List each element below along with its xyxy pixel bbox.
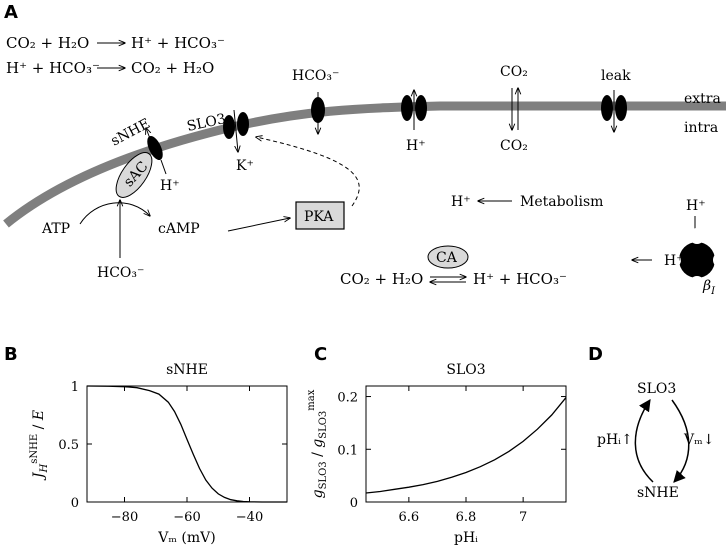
chart-c-y-axis-label-part: g bbox=[310, 489, 326, 498]
extra-label: extra bbox=[684, 91, 721, 107]
chart-b-x-tick-label: −40 bbox=[236, 510, 263, 525]
chart-b-series-line bbox=[86, 385, 287, 503]
chart-c-y-axis-label-part: max bbox=[306, 389, 317, 410]
atp-to-camp-arrow bbox=[79, 202, 150, 225]
chart-b-y-axis-label-part: sNHE bbox=[29, 434, 40, 464]
chart-c-y-tick-label: 0 bbox=[350, 496, 358, 511]
d-slo3-label: SLO3 bbox=[637, 381, 676, 397]
chart-b-y-axis-label-part: J bbox=[31, 471, 47, 481]
chart-c-plot-frame bbox=[365, 385, 567, 503]
hco3-top-label: HCO₃⁻ bbox=[292, 68, 339, 84]
atp-label: ATP bbox=[41, 221, 70, 237]
d-slo3-to-snhe-arrow bbox=[671, 399, 690, 483]
chart-b-x-tick-label: −60 bbox=[173, 510, 200, 525]
chart-b-plot-frame bbox=[86, 385, 288, 503]
hco3-channel bbox=[311, 92, 325, 134]
d-vm-label: Vₘ↓ bbox=[683, 432, 714, 448]
chart-b-y-axis-label-part: E bbox=[31, 410, 47, 421]
co2-top-label: CO₂ bbox=[500, 64, 528, 80]
chart-c-series-line bbox=[365, 397, 567, 494]
chart-b-y-axis-label-part: H bbox=[39, 463, 50, 473]
d-snhe-to-slo3-arrow bbox=[634, 399, 654, 483]
chart-c-x-tick-label: 6.8 bbox=[456, 510, 477, 525]
leak-channel bbox=[601, 90, 627, 132]
d-snhe-label: sNHE bbox=[637, 485, 679, 501]
leak-label: leak bbox=[601, 68, 631, 84]
snhe-channel bbox=[144, 128, 167, 175]
panel-letter-b: B bbox=[4, 344, 18, 365]
k-plus-label: K⁺ bbox=[236, 158, 254, 174]
metabolism-label: Metabolism bbox=[520, 194, 603, 210]
chart-b-y-tick-label: 1 bbox=[71, 380, 79, 395]
panel-letter-d: D bbox=[588, 344, 603, 365]
hco3-bottom-label: HCO₃⁻ bbox=[97, 265, 144, 281]
chart-b-chart-title: sNHE bbox=[166, 362, 208, 378]
chart-c-x-axis-label: pHᵢ bbox=[454, 530, 478, 546]
buffer-beta-label: βI bbox=[702, 278, 716, 297]
chart-b-y-tick-label: 0.5 bbox=[58, 438, 79, 453]
co2-diffusion bbox=[512, 88, 518, 130]
chart-b-y-tick-label: 0 bbox=[71, 496, 79, 511]
reaction2-left: H⁺ + HCO₃⁻ bbox=[6, 59, 100, 77]
cell-membrane bbox=[3, 101, 726, 228]
pka-label: PKA bbox=[304, 209, 334, 225]
buffer-h-top-label: H⁺ bbox=[686, 198, 706, 214]
chart-c-x-tick-label: 6.6 bbox=[399, 510, 420, 525]
ca-label: CA bbox=[436, 250, 458, 266]
ca-reaction-right: H⁺ + HCO₃⁻ bbox=[473, 270, 567, 288]
intra-label: intra bbox=[684, 120, 718, 136]
chart-c-y-axis-label: gSLO3 / gSLO3max bbox=[306, 389, 329, 498]
reaction1-left: CO₂ + H₂O bbox=[6, 34, 89, 52]
panel-b: B sNHE −80 −60 −40 0 0.5 1 Vₘ (mV) JHsNHE / E bbox=[4, 344, 288, 546]
chart-c-y-axis-label-part: g bbox=[310, 439, 326, 448]
chart-c-y-axis-label-part: SLO3 bbox=[318, 461, 329, 489]
reaction1-right: H⁺ + HCO₃⁻ bbox=[131, 34, 225, 52]
chart-b-x-tick-label: −80 bbox=[111, 510, 138, 525]
panel-d: D SLO3 sNHE pHᵢ↑ Vₘ↓ bbox=[588, 344, 714, 501]
buffer-molecule bbox=[665, 228, 726, 292]
pka-to-slo3-arrow bbox=[256, 137, 360, 207]
snhe-h-label: H⁺ bbox=[160, 178, 180, 194]
metabolism-h-label: H⁺ bbox=[451, 194, 471, 210]
chart-b-y-axis-label-part: / bbox=[31, 420, 47, 434]
chart-c-y-tick-label: 0.2 bbox=[337, 391, 358, 406]
chart-c-y-tick-label: 0.1 bbox=[337, 443, 358, 458]
d-phi-label: pHᵢ↑ bbox=[597, 432, 633, 448]
chart-c-x-tick-label: 7 bbox=[519, 510, 527, 525]
sac-enzyme bbox=[115, 152, 153, 198]
snhe-label: sNHE bbox=[108, 116, 152, 150]
panel-letter-a: A bbox=[4, 2, 18, 23]
co2-bottom-label: CO₂ bbox=[500, 138, 528, 154]
h-channel-label: H⁺ bbox=[406, 138, 426, 154]
h-channel bbox=[401, 90, 427, 130]
camp-to-pka-arrow bbox=[227, 218, 290, 232]
ca-enzyme bbox=[427, 245, 469, 269]
chart-c-y-axis-label-part: / bbox=[310, 448, 326, 462]
slo3-label: SLO3 bbox=[186, 111, 228, 135]
pka-box bbox=[295, 201, 345, 230]
chart-b-x-axis-label: Vₘ (mV) bbox=[157, 530, 215, 546]
panel-a: A CO₂ + H₂O H⁺ + HCO₃⁻ H⁺ + HCO₃⁻ CO₂ + … bbox=[3, 2, 726, 297]
panel-letter-c: C bbox=[314, 344, 327, 365]
chart-c-chart-title: SLO3 bbox=[446, 362, 485, 378]
ca-reaction-left: CO₂ + H₂O bbox=[340, 270, 423, 288]
chart-b-y-axis-label: JHsNHE / E bbox=[29, 410, 50, 481]
camp-label: cAMP bbox=[158, 221, 200, 237]
slo3-channel bbox=[223, 109, 249, 152]
chart-b: sNHE −80 −60 −40 0 0.5 1 Vₘ (mV) JHsNHE / E bbox=[29, 362, 288, 546]
buffer-h-left-label: H⁺ bbox=[664, 253, 684, 269]
chart-c-y-axis-label-part: SLO3 bbox=[318, 411, 329, 439]
reaction2-right: CO₂ + H₂O bbox=[131, 59, 214, 77]
